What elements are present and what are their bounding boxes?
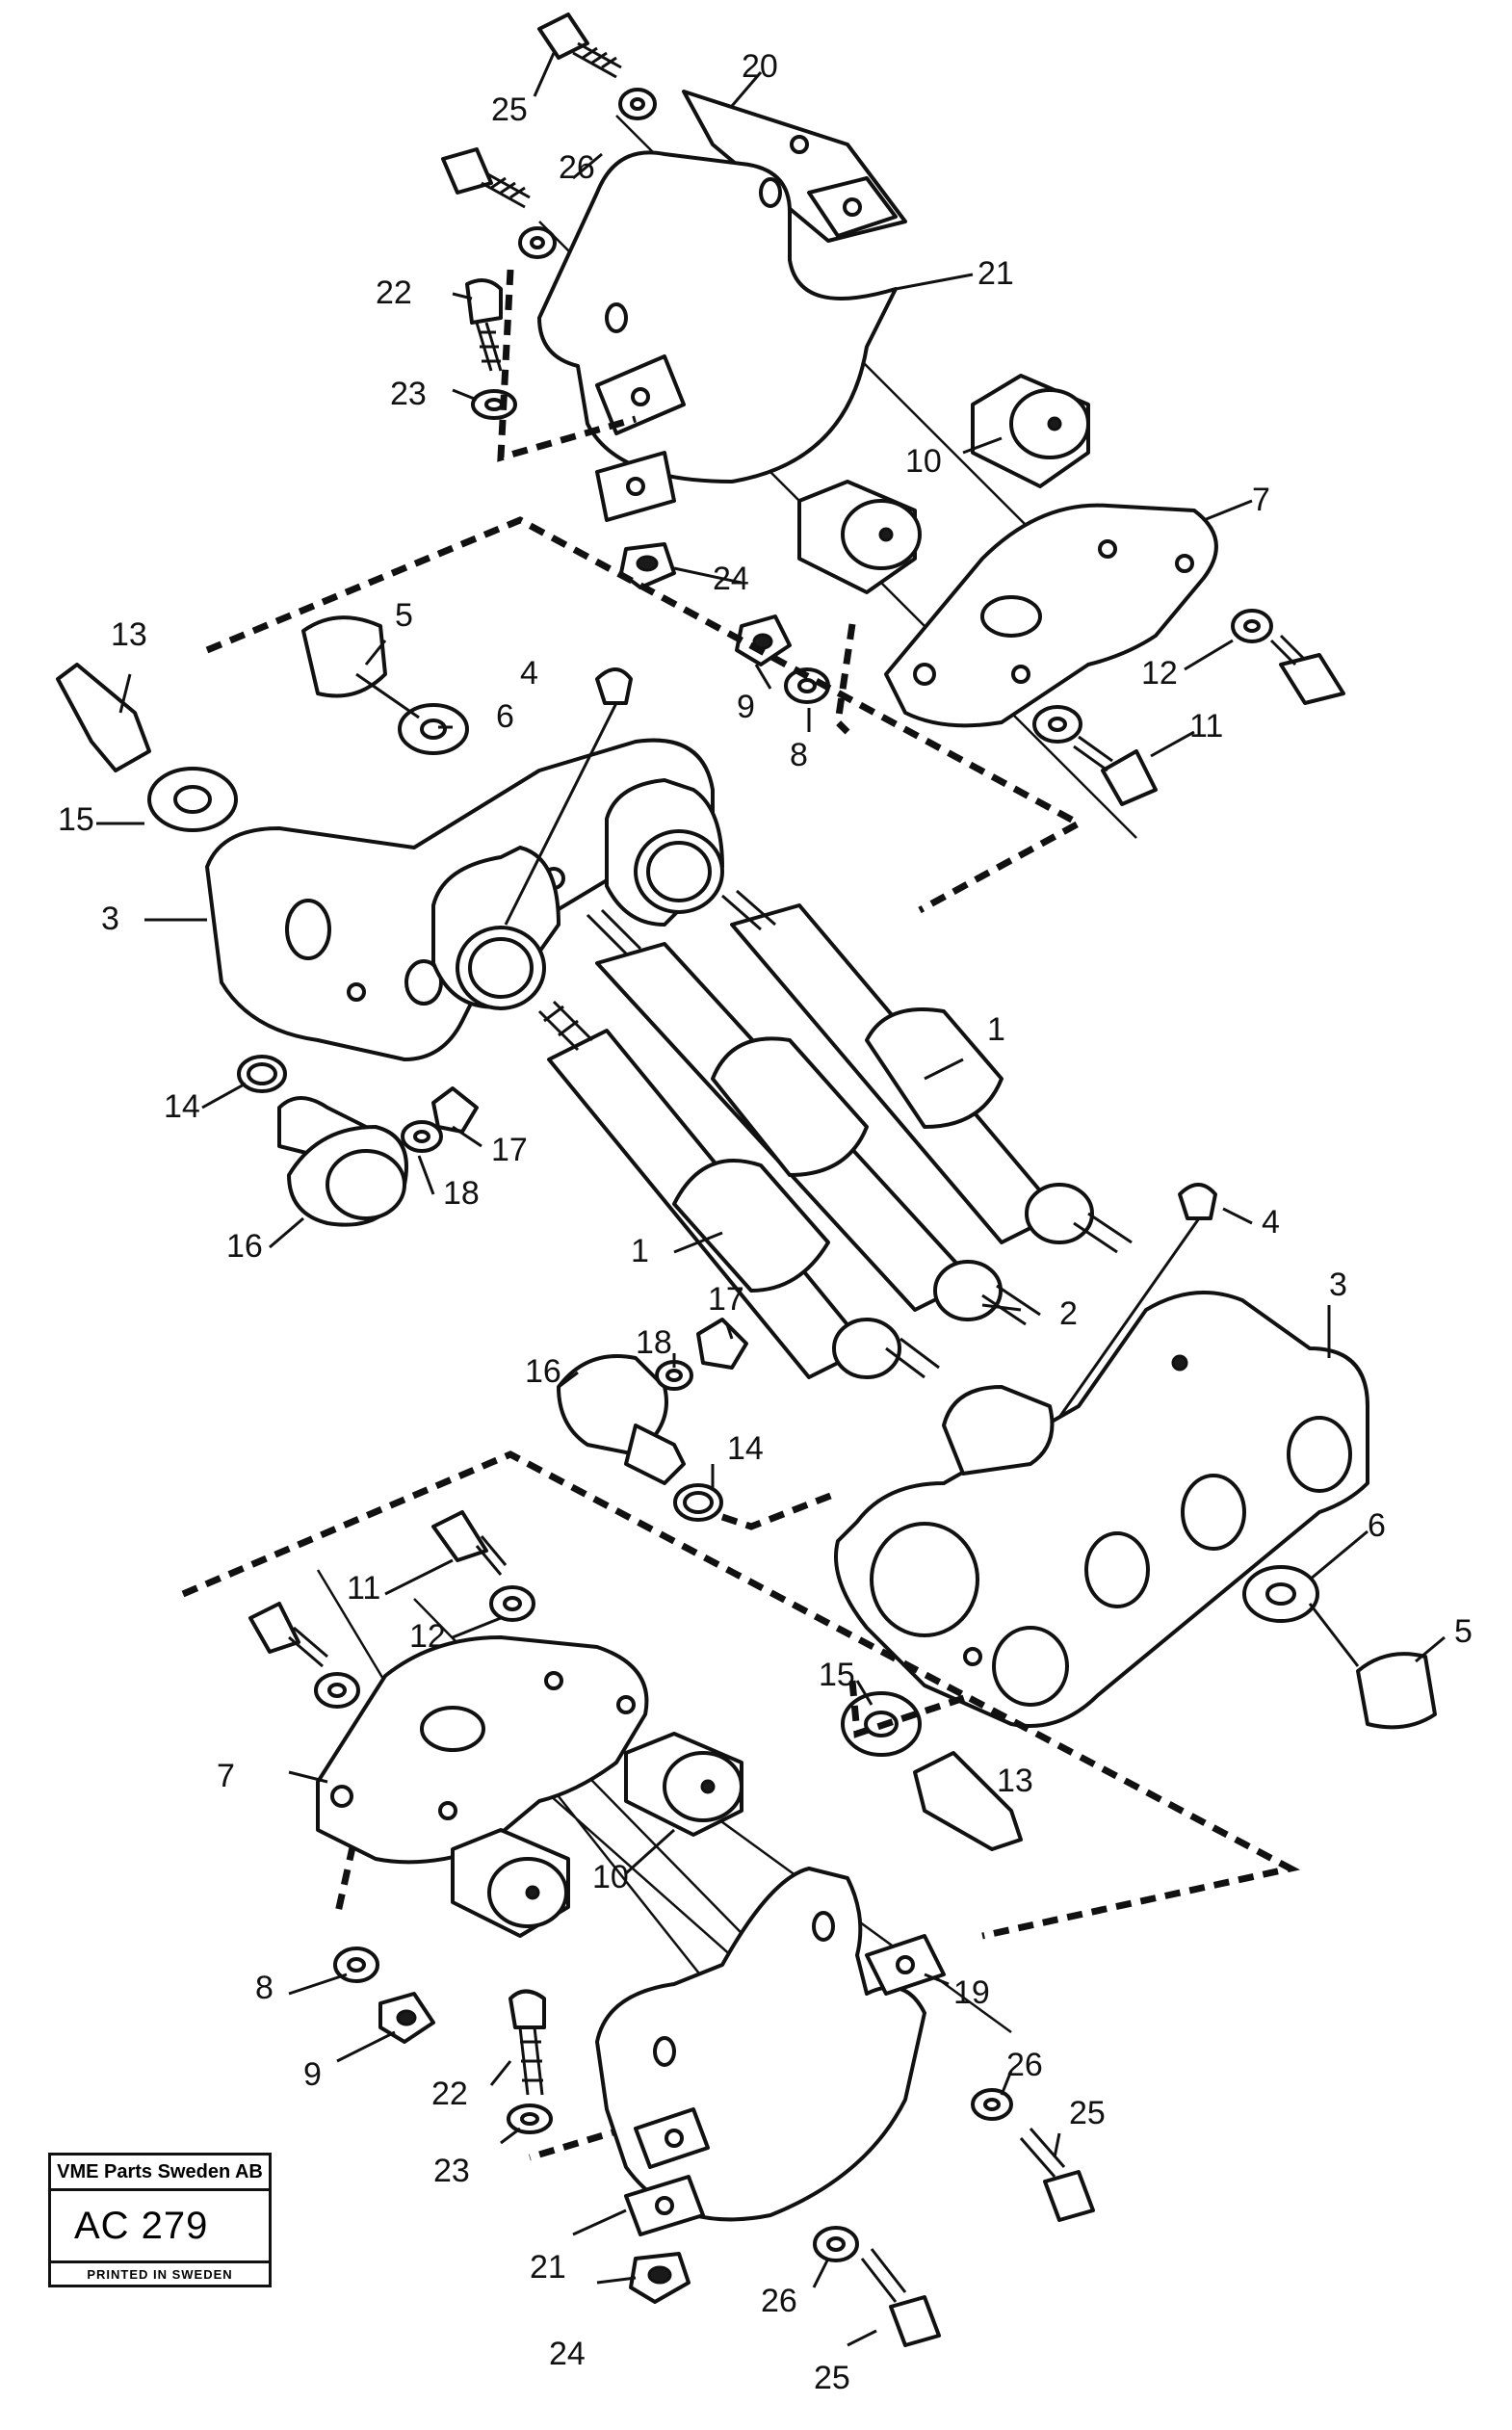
callout-16: 16 (525, 1353, 561, 1390)
callout-12: 12 (1141, 655, 1178, 692)
bolt-22-upper (465, 278, 503, 372)
lower-clamp-assembly (248, 1510, 1095, 2347)
callout-26: 26 (1006, 2047, 1043, 2083)
callout-1: 1 (631, 1233, 649, 1269)
callout-5: 5 (1454, 1613, 1473, 1650)
callouts-middle: 14 17 18 16 1 1 2 4 3 17 18 16 14 (164, 1011, 1347, 1467)
callout-6: 6 (496, 698, 514, 735)
plug-16-lower (557, 1354, 686, 1485)
stamp-code: AC 279 (51, 2191, 269, 2263)
callout-12: 12 (409, 1618, 446, 1655)
callout-7: 7 (1252, 482, 1270, 518)
callout-16: 16 (226, 1228, 263, 1265)
clamp-bracket-lower (595, 1867, 926, 2222)
plug-16-upper (277, 1096, 408, 1227)
grease-nipple-4-upper (595, 667, 633, 705)
rod-1-b (721, 889, 1133, 1254)
callouts-lower: 11 12 6 5 7 15 13 10 19 8 9 22 26 25 23 … (217, 1507, 1473, 2396)
callout-4: 4 (1262, 1204, 1280, 1241)
callout-13: 13 (997, 1763, 1033, 1799)
bushing-10-d (451, 1828, 570, 1938)
callout-4: 4 (520, 655, 538, 692)
callout-25: 25 (814, 2360, 850, 2396)
callout-3: 3 (1329, 1267, 1347, 1303)
rod-2 (586, 908, 1041, 1326)
callout-26: 26 (559, 149, 595, 186)
callout-5: 5 (395, 597, 413, 634)
pin-13-lower (913, 1751, 1023, 1851)
callout-23: 23 (390, 376, 427, 412)
bushing-10-a (971, 374, 1090, 488)
callout-10: 10 (592, 1859, 629, 1895)
callout-17: 17 (491, 1132, 528, 1168)
callout-25: 25 (1069, 2095, 1106, 2131)
plate-7-lower (316, 1635, 649, 1865)
bolt-11-upper (1073, 634, 1345, 806)
link-3-upper (205, 738, 724, 1061)
callout-17: 17 (708, 1281, 744, 1318)
callouts-upper: 25 26 20 21 22 23 10 7 24 12 11 9 8 13 5… (58, 48, 1270, 937)
stamp-company: VME Parts Sweden AB (51, 2156, 269, 2191)
dashed-outline-upper (205, 269, 1086, 914)
stamp-printed: PRINTED IN SWEDEN (87, 2267, 233, 2282)
pin-13-upper (56, 663, 151, 772)
plate-7-upper (884, 503, 1218, 728)
callout-14: 14 (727, 1430, 764, 1467)
callout-15: 15 (58, 801, 94, 838)
callout-25: 25 (491, 91, 528, 128)
callout-1: 1 (987, 1011, 1005, 1048)
callout-24: 24 (713, 561, 749, 597)
cap-nut-5-lower (1356, 1652, 1437, 1730)
callout-7: 7 (217, 1758, 235, 1794)
callout-19: 19 (953, 1974, 990, 2011)
callout-11: 11 (347, 1570, 380, 1607)
callout-8: 8 (790, 737, 808, 773)
leader-lines (96, 52, 1446, 2347)
callout-11: 11 (1189, 708, 1223, 745)
cap-nut-5-upper (301, 615, 387, 698)
callout-6: 6 (1368, 1507, 1386, 1544)
callout-10: 10 (905, 443, 942, 480)
link-3-lower (834, 1291, 1369, 1728)
bolt-25-upper-b (441, 147, 531, 209)
callout-22: 22 (376, 274, 412, 311)
bolt-25-lower-b (860, 2248, 941, 2347)
callout-18: 18 (443, 1175, 480, 1212)
grease-nipple-4-lower (1178, 1183, 1217, 1220)
bolt-25-lower-a (1019, 2128, 1095, 2222)
publisher-stamp: VME Parts Sweden AB AC 279 PRINTED IN SW… (48, 2153, 272, 2287)
callout-22: 22 (431, 2076, 468, 2112)
rod-1-a (537, 1000, 940, 1379)
callout-3: 3 (101, 901, 119, 937)
callout-15: 15 (819, 1657, 855, 1693)
callout-9: 9 (737, 689, 755, 725)
dashed-outline-lower (181, 1450, 1301, 2161)
callout-8: 8 (255, 1970, 274, 2006)
callout-13: 13 (111, 616, 147, 653)
callout-14: 14 (164, 1088, 200, 1125)
bolt-22-lower (508, 1989, 546, 2096)
callout-24: 24 (549, 2336, 586, 2372)
callout-23: 23 (433, 2153, 470, 2189)
fitting-17-lower (696, 1318, 748, 1370)
callout-21: 21 (530, 2249, 566, 2286)
upper-clamp-assembly (441, 13, 1345, 839)
bushing-10-c (624, 1732, 743, 1837)
bolt-25-upper-a (537, 13, 622, 79)
callout-26: 26 (761, 2283, 797, 2319)
fitting-17-upper (431, 1086, 479, 1134)
callout-18: 18 (636, 1324, 672, 1361)
callout-2: 2 (1059, 1295, 1078, 1332)
bushing-10-b (797, 480, 922, 594)
callout-21: 21 (978, 255, 1014, 292)
callout-20: 20 (742, 48, 778, 85)
callout-9: 9 (303, 2056, 322, 2093)
